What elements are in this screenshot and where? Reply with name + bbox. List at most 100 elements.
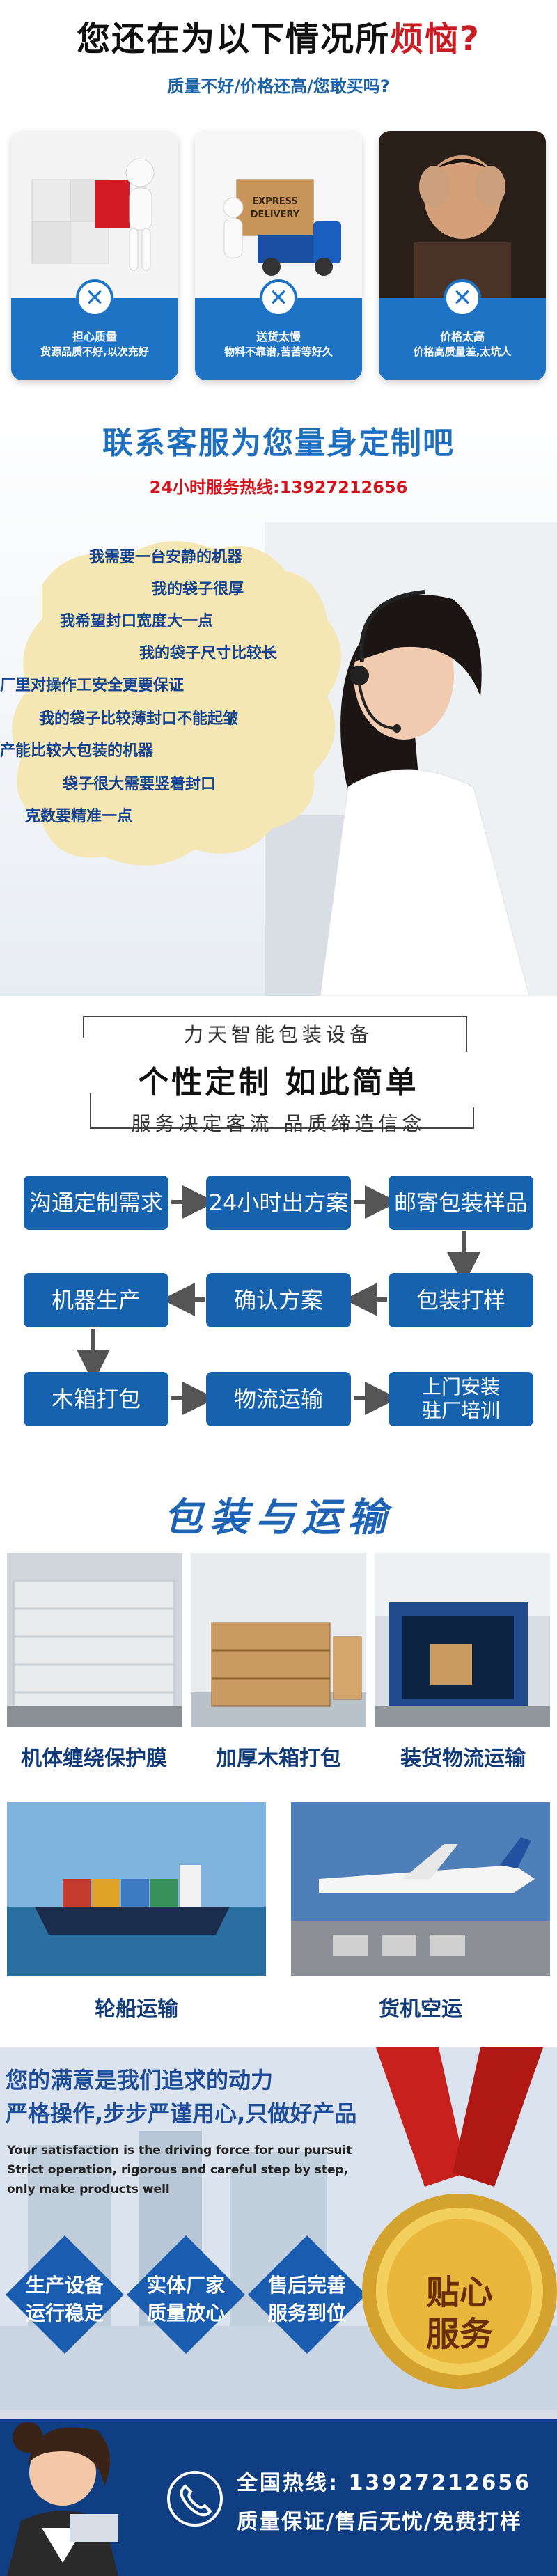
service-section: 联系客服为您量身定制吧 24小时服务热线:13927212656 我需要一台安静… — [0, 390, 557, 996]
step-production: 机器生产 — [24, 1273, 168, 1327]
step-train: 驻厂培训 — [421, 1399, 500, 1422]
worries-subtitle: 质量不好/价格还高/您敢买吗? — [167, 77, 390, 96]
footer-slogan: 质量保证/售后无忧/免费打样 — [237, 2510, 522, 2534]
diamond-shape — [248, 2235, 366, 2354]
step-logistics: 物流运输 — [206, 1372, 351, 1426]
svg-text:DELIVERY: DELIVERY — [251, 210, 300, 220]
worry-cards: ✕ 担心质量 货源品质不好,以次充好 EXPRESS DELIVERY — [11, 131, 546, 382]
phone-glyph — [180, 2484, 212, 2517]
footer-stripe — [0, 2410, 557, 2419]
worry-card-desc: 价格高质量差,太坑人 — [413, 345, 512, 358]
caption-air-freight: 货机空运 — [379, 1997, 462, 2022]
need-item: 我的袋子很厚 — [152, 581, 244, 598]
satisfaction-line1: 您的满意是我们追求的动力 — [6, 2067, 274, 2093]
need-item: 克数要精准一点 — [25, 808, 133, 825]
worry-card-footer: ✕ 担心质量 货源品质不好,以次充好 — [11, 279, 178, 380]
footer-phone[interactable]: 全国热线: 13927212656 — [237, 2471, 532, 2495]
brand-name: 力天智能包装设备 — [183, 1023, 373, 1046]
medal-line: 贴心 — [425, 2273, 493, 2312]
operator-woman-image — [7, 2422, 118, 2576]
process-section: 力天智能包装设备 个性定制 如此简单 服务决定客流 品质缔造信念 沟通定制需求 … — [0, 996, 557, 1442]
stressed-man-image — [379, 131, 546, 298]
diamond-line: 生产设备 — [25, 2274, 104, 2297]
worry-card-title: 价格太高 — [439, 330, 485, 343]
need-item: 厂里对操作工安全更要保证 — [0, 677, 185, 694]
worry-card-desc: 物料不靠谱,苦苦等好久 — [224, 345, 333, 358]
step-crating: 木箱打包 — [24, 1372, 168, 1426]
customer-service-agent-image — [265, 522, 557, 996]
diamond-text: 售后完善服务到位 — [248, 2272, 366, 2327]
need-item: 我希望封口宽度大一点 — [60, 613, 214, 630]
satisfaction-en3: only make products well — [7, 2183, 170, 2196]
service-hotline[interactable]: 24小时服务热线:13927212656 — [149, 478, 408, 497]
diamond-line: 实体厂家 — [146, 2274, 225, 2297]
phone-icon — [167, 2471, 223, 2527]
worry-card-price: ✕ 价格太高 价格高质量差,太坑人 — [379, 131, 546, 380]
worries-section: 您还在为以下情况所烦恼? 质量不好/价格还高/您敢买吗? ✕ — [0, 0, 557, 390]
need-item: 我需要一台安静的机器 — [89, 549, 243, 566]
worry-card-delivery: EXPRESS DELIVERY ✕ 送货太慢 物料不靠谱,苦苦等好久 — [195, 131, 362, 380]
diamond-shape — [127, 2235, 245, 2354]
worries-title-text: 您还在为以下情况所 — [77, 19, 391, 58]
diamond-aftersales: 售后完善服务到位 — [248, 2235, 366, 2354]
packing-heading: 包装与运输 — [164, 1495, 393, 1540]
diamond-line: 运行稳定 — [25, 2302, 104, 2325]
step-proposal: 24小时出方案 — [206, 1176, 351, 1230]
worries-title: 您还在为以下情况所烦恼? — [0, 11, 557, 60]
diamond-line: 质量放心 — [146, 2302, 225, 2325]
diamond-stable: 生产设备运行稳定 — [6, 2235, 124, 2354]
worries-title-highlight: 烦恼? — [390, 19, 480, 58]
footer-section: 全国热线: 13927212656 质量保证/售后无忧/免费打样 — [0, 2410, 557, 2576]
satisfaction-line2: 严格操作,步步严谨用心,只做好产品 — [6, 2100, 357, 2127]
service-heading: 联系客服为您量身定制吧 — [102, 426, 455, 461]
caption-ship: 轮船运输 — [95, 1997, 178, 2022]
process-headline: 个性定制 如此简单 — [138, 1065, 419, 1100]
flow-arrows — [77, 1185, 480, 1415]
step-communicate: 沟通定制需求 — [24, 1176, 168, 1230]
service-medal: 贴心服务 — [362, 2047, 557, 2396]
step-confirm: 确认方案 — [206, 1273, 351, 1327]
need-item: 我的袋子尺寸比较长 — [139, 645, 278, 662]
x-circle-icon: ✕ — [76, 279, 113, 317]
process-motto: 服务决定客流 品质缔造信念 — [131, 1112, 426, 1135]
worry-card-title: 担心质量 — [72, 330, 117, 343]
worry-card-footer: ✕ 价格太高 价格高质量差,太坑人 — [379, 279, 546, 380]
title-frame — [83, 1016, 474, 1129]
speech-cloud-image — [12, 541, 342, 866]
medal-text: 贴心服务 — [362, 2272, 557, 2355]
medal-icon — [362, 2047, 557, 2389]
satisfaction-section: 您的满意是我们追求的动力 严格操作,步步严谨用心,只做好产品 Your sati… — [0, 2047, 557, 2410]
diamond-shape — [6, 2235, 124, 2354]
delivery-truck-image: EXPRESS DELIVERY — [195, 131, 362, 298]
packing-section: 包装与运输 机体缠绕保护膜 加厚木箱打包 装货物流运输 — [0, 1442, 557, 2054]
x-circle-icon: ✕ — [444, 279, 481, 317]
satisfaction-en2: Strict operation, rigorous and careful s… — [7, 2163, 349, 2177]
medal-line: 服务 — [425, 2315, 493, 2354]
truck-loading-photo — [375, 1553, 550, 1727]
caption-film-wrap: 机体缠绕保护膜 — [21, 1747, 167, 1771]
diamond-factory: 实体厂家质量放心 — [127, 2235, 245, 2354]
worry-card-desc: 货源品质不好,以次充好 — [40, 345, 149, 358]
satisfaction-en1: Your satisfaction is the driving force f… — [7, 2144, 352, 2157]
x-circle-icon: ✕ — [260, 279, 297, 317]
step-mail-samples: 邮寄包装样品 — [389, 1176, 533, 1230]
cargo-ship-photo — [7, 1802, 266, 1976]
need-item: 产能比较大包装的机器 — [0, 742, 154, 760]
cargo-plane-photo — [291, 1802, 550, 1976]
diamond-line: 售后完善 — [267, 2274, 346, 2297]
diamond-text: 实体厂家质量放心 — [127, 2272, 245, 2327]
worry-card-footer: ✕ 送货太慢 物料不靠谱,苦苦等好久 — [195, 279, 362, 380]
puzzle-figure-image — [11, 131, 178, 298]
worry-card-title: 送货太慢 — [256, 330, 301, 343]
svg-text:EXPRESS: EXPRESS — [252, 196, 297, 207]
diamond-line: 服务到位 — [267, 2302, 346, 2325]
worry-card-quality: ✕ 担心质量 货源品质不好,以次充好 — [11, 131, 178, 380]
caption-wooden-crate: 加厚木箱打包 — [216, 1747, 341, 1771]
need-item: 我的袋子比较薄封口不能起皱 — [39, 710, 239, 728]
diamond-text: 生产设备运行稳定 — [6, 2272, 124, 2327]
step-sampling: 包装打样 — [389, 1273, 533, 1327]
step-install: 上门安装 — [421, 1375, 500, 1398]
need-item: 袋子很大需要竖着封口 — [63, 776, 217, 793]
wooden-crate-photo — [191, 1553, 366, 1727]
